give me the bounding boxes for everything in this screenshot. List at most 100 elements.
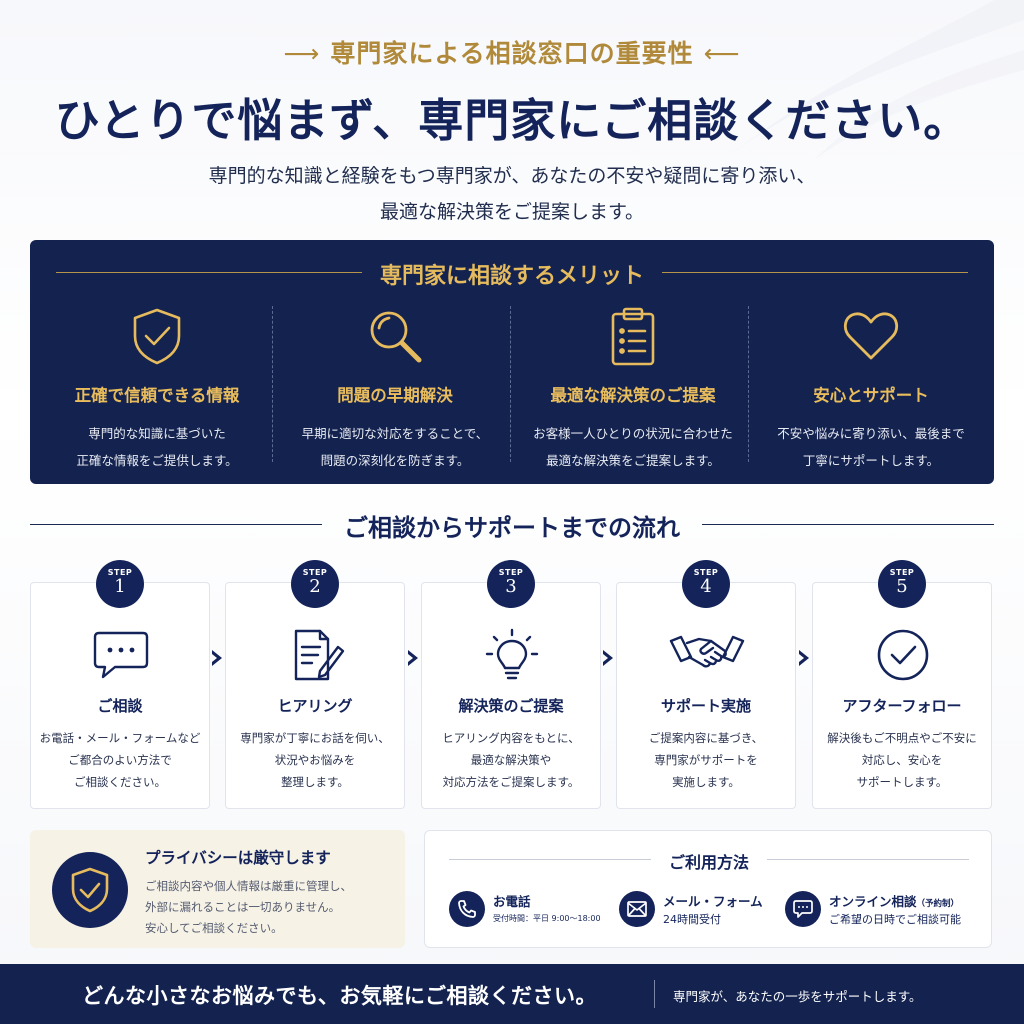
phone-hours: 受付時間：平日 9:00〜18:00 [493, 914, 601, 923]
mail-note: 24時間受付 [663, 913, 721, 926]
merit-divider [748, 306, 749, 462]
step-card-5: アフターフォロー 解決後もご不明点やご不安に 対応し、安心を サポートします。 [812, 582, 992, 809]
step-description: お電話・メール・フォームなど ご都合のよい方法で ご相談ください。 [39, 731, 201, 789]
chevron-right-icon [408, 650, 418, 666]
usage-online[interactable]: オンライン相談（予約制） ご希望の日時でご相談可能 [785, 889, 975, 931]
footer-banner: どんな小さなお悩みでも、お気軽にご相談ください。 専門家が、あなたの一歩をサポー… [0, 964, 1024, 1024]
merit-item-early-resolution: 問題の早期解決 早期に適切な対応をすることで、 問題の深刻化を防ぎます。 [276, 306, 514, 468]
privacy-heading: プライバシーは厳守します [145, 849, 331, 867]
mail-icon [627, 901, 647, 917]
mail-icon-badge [619, 891, 655, 927]
usage-title-row: ご利用方法 [449, 849, 969, 872]
merit-item-accurate-info: 正確で信頼できる情報 専門的な知識に基づいた 正確な情報をご提供します。 [38, 306, 276, 468]
merits-panel: 専門家に相談するメリット 正確で信頼できる情報 専門的な知識に基づいた 正確な情… [30, 240, 994, 484]
privacy-description: ご相談内容や個人情報は厳重に管理し、 外部に漏れることは一切ありません。 安心し… [145, 879, 352, 935]
step-label: STEP [498, 568, 524, 577]
step-number: 4 [700, 576, 712, 597]
merits-title: 専門家に相談するメリット [361, 264, 662, 289]
merit-heading: 問題の早期解決 [337, 386, 453, 405]
step-label: STEP [107, 568, 133, 577]
chat-bubble-icon [93, 631, 149, 679]
privacy-box: プライバシーは厳守します ご相談内容や個人情報は厳重に管理し、 外部に漏れること… [30, 830, 405, 948]
online-note: ご希望の日時でご相談可能 [829, 913, 961, 926]
online-label: オンライン相談（予約制） [829, 891, 959, 910]
chevron-right-icon [212, 650, 222, 666]
shield-check-icon [71, 867, 109, 913]
handshake-icon [669, 635, 745, 668]
flow-title-row: ご相談からサポートまでの流れ [30, 508, 994, 542]
usage-divider-right [767, 859, 969, 860]
merit-divider [272, 306, 273, 462]
online-icon-badge [785, 891, 821, 927]
footer-submessage: 専門家が、あなたの一歩をサポートします。 [673, 989, 922, 1004]
flow-title: ご相談からサポートまでの流れ [344, 514, 680, 542]
step-heading: ご相談 [97, 697, 143, 715]
step-number: 1 [114, 576, 126, 597]
merit-description: 不安や悩みに寄り添い、最後まで 丁寧にサポートします。 [777, 426, 965, 468]
merit-divider [510, 306, 511, 462]
heart-icon [843, 312, 899, 360]
footer-divider [654, 980, 655, 1008]
step-heading: ヒアリング [277, 697, 353, 715]
merit-heading: 安心とサポート [813, 386, 929, 405]
flow-title-divider-left [30, 524, 322, 525]
flow-title-divider-right [702, 524, 994, 525]
step-number: 3 [505, 576, 517, 597]
arrow-left-icon: ⟵ [703, 39, 741, 68]
mail-label: メール・フォーム [663, 894, 763, 909]
step-heading: 解決策のご提案 [458, 697, 564, 715]
phone-icon-badge [449, 891, 485, 927]
merit-description: 早期に適切な対応をすることで、 問題の深刻化を防ぎます。 [301, 426, 489, 468]
step-description: 解決後もご不明点やご不安に 対応し、安心を サポートします。 [827, 731, 977, 789]
background-swoosh [724, 0, 1024, 160]
footer-message: どんな小さなお悩みでも、お気軽にご相談ください。 [82, 984, 597, 1008]
document-pen-icon [294, 629, 345, 681]
step-description: ご提案内容に基づき、 専門家がサポートを 実施します。 [648, 731, 764, 789]
usage-title: ご利用方法 [668, 853, 749, 872]
check-circle-icon [877, 629, 929, 681]
eyebrow-heading: ⟶ 専門家による相談窓口の重要性 ⟵ [0, 34, 1024, 70]
magnifier-icon [370, 311, 422, 363]
clipboard-list-icon [611, 307, 655, 366]
merit-heading: 最適な解決策のご提案 [550, 386, 716, 405]
chevron-right-icon [799, 650, 809, 666]
chevron-right-icon [603, 650, 613, 666]
online-reservation-tag: （予約制） [916, 899, 960, 909]
arrow-right-icon: ⟶ [283, 39, 321, 68]
eyebrow-text: 専門家による相談窓口の重要性 [330, 39, 694, 68]
step-number: 5 [896, 576, 908, 597]
privacy-badge [52, 852, 128, 928]
usage-box: ご利用方法 お電話 受付時間：平日 9:00〜18:00 メール・フォーム 24… [424, 830, 992, 948]
chat-bubble-icon [793, 900, 813, 918]
step-heading: アフターフォロー [842, 697, 962, 715]
usage-divider-left [449, 859, 651, 860]
step-badge-3: STEP 3 [487, 560, 535, 608]
step-number: 2 [309, 576, 321, 597]
lead-line-2: 最適な解決策をご提案します。 [379, 201, 645, 223]
step-description: 専門家が丁寧にお話を伺い、 状況やお悩みを 整理します。 [240, 731, 390, 789]
usage-mail-form[interactable]: メール・フォーム 24時間受付 [619, 889, 769, 931]
phone-icon [458, 900, 476, 918]
merit-item-best-solution: 最適な解決策のご提案 お客様一人ひとりの状況に合わせた 最適な解決策をご提案しま… [514, 306, 752, 468]
usage-phone[interactable]: お電話 受付時間：平日 9:00〜18:00 [449, 889, 609, 931]
step-card-3: 解決策のご提案 ヒアリング内容をもとに、 最適な解決策や 対応方法をご提案します… [421, 582, 601, 809]
lead-text: 専門的な知識と経験をもつ専門家が、あなたの不安や疑問に寄り添い、 最適な解決策を… [0, 158, 1024, 230]
merits-title-row: 専門家に相談するメリット [56, 258, 968, 289]
step-card-2: ヒアリング 専門家が丁寧にお話を伺い、 状況やお悩みを 整理します。 [225, 582, 405, 809]
step-badge-4: STEP 4 [682, 560, 730, 608]
merit-item-support: 安心とサポート 不安や悩みに寄り添い、最後まで 丁寧にサポートします。 [752, 306, 990, 468]
shield-check-icon [133, 308, 181, 365]
phone-label: お電話 [493, 894, 531, 909]
step-badge-2: STEP 2 [291, 560, 339, 608]
step-label: STEP [302, 568, 328, 577]
online-label-text: オンライン相談 [829, 894, 917, 909]
merit-description: お客様一人ひとりの状況に合わせた 最適な解決策をご提案します。 [533, 426, 733, 468]
step-heading: サポート実施 [660, 697, 751, 715]
step-label: STEP [889, 568, 915, 577]
merit-heading: 正確で信頼できる情報 [74, 386, 240, 405]
lightbulb-icon [485, 628, 539, 680]
step-description: ヒアリング内容をもとに、 最適な解決策や 対応方法をご提案します。 [442, 731, 580, 789]
step-badge-1: STEP 1 [96, 560, 144, 608]
page-title: ひとりで悩まず、専門家にご相談ください。 [54, 94, 970, 147]
step-badge-5: STEP 5 [878, 560, 926, 608]
